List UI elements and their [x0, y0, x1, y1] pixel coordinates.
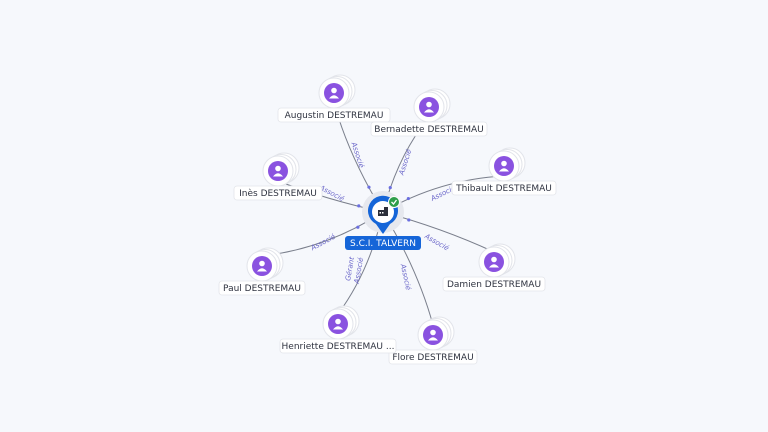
person-icon — [428, 329, 438, 341]
edge-relation-label: Associé — [422, 232, 450, 253]
edge-arrow — [367, 185, 371, 189]
person-node[interactable]: Damien DESTREMAU — [442, 243, 546, 292]
company-name: S.C.I. TALVERN — [350, 239, 416, 249]
person-icon — [489, 256, 499, 268]
person-icon — [273, 165, 283, 177]
center-node[interactable]: S.C.I. TALVERN — [345, 191, 421, 250]
person-label-box — [279, 338, 397, 354]
person-name: Thibault DESTREMAU — [455, 184, 552, 194]
company-marker[interactable] — [362, 191, 404, 234]
person-name: Flore DESTREMAU — [392, 353, 473, 363]
edge-arrow — [407, 218, 411, 222]
person-icon — [499, 160, 509, 172]
edge-arrow — [356, 225, 360, 229]
edge-arrow — [388, 186, 392, 190]
edge-relation-label: Associé — [399, 262, 413, 291]
person-name: Inès DESTREMAU — [239, 188, 317, 199]
person-node[interactable]: Flore DESTREMAU — [388, 316, 478, 365]
person-label-box — [388, 349, 478, 365]
person-icon — [257, 260, 267, 272]
edge-relation-label: Associé — [349, 140, 365, 169]
person-name: Henriette DESTREMAU ... — [282, 342, 395, 352]
verified-check-icon — [388, 196, 400, 208]
nodes-layer: Augustin DESTREMAU Bernadette DESTREMAU Th… — [218, 74, 557, 365]
edge-arrow — [357, 204, 361, 208]
person-node[interactable]: Henriette DESTREMAU ... — [279, 305, 397, 354]
person-name: Damien DESTREMAU — [447, 280, 541, 290]
person-label-box — [370, 121, 488, 137]
person-label-box — [218, 280, 306, 296]
person-name: Bernadette DESTREMAU — [374, 125, 483, 135]
edge-relation-label: Associé — [397, 148, 413, 177]
person-label-box — [233, 185, 323, 201]
person-node[interactable]: Bernadette DESTREMAU — [370, 88, 488, 137]
person-icon — [424, 101, 434, 113]
person-node[interactable]: Paul DESTREMAU — [218, 247, 306, 296]
person-label-box — [277, 107, 391, 123]
person-name: Paul DESTREMAU — [223, 284, 301, 294]
edge-relation-label: GérantAssocié — [344, 255, 366, 286]
person-node[interactable]: Augustin DESTREMAU — [277, 74, 391, 123]
building-icon — [378, 207, 388, 216]
person-icon — [329, 87, 339, 99]
person-icon — [333, 318, 343, 330]
person-node[interactable]: Inès DESTREMAU — [233, 152, 323, 201]
edge-arrow — [406, 196, 410, 201]
person-node[interactable]: Thibault DESTREMAU — [451, 147, 557, 196]
company-label-box — [345, 236, 421, 250]
edge-relation-label: Associé — [309, 232, 338, 252]
person-label-box — [451, 180, 557, 196]
person-name: Augustin DESTREMAU — [285, 111, 384, 121]
person-label-box — [442, 276, 546, 292]
